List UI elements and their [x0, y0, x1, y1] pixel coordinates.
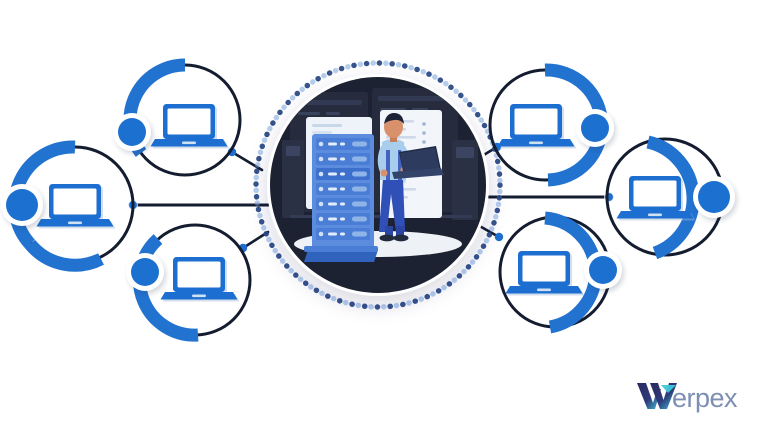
laptop-icon	[505, 251, 585, 296]
logo-wordmark: erpex	[671, 382, 738, 413]
server-rack	[304, 134, 378, 262]
link-right-trunk	[487, 191, 615, 203]
datacenter-illustration	[282, 88, 478, 262]
link-left-trunk	[127, 199, 274, 211]
verpex-w-mark-icon	[636, 383, 677, 409]
laptop-icon	[160, 257, 240, 302]
node-left-top[interactable]	[113, 58, 242, 177]
node-endpoint-dot[interactable]	[576, 109, 614, 147]
brand-logo[interactable]: erpex	[635, 376, 746, 416]
laptop-icon	[150, 104, 230, 149]
link-left-bottom	[238, 230, 270, 253]
node-left-middle[interactable]	[1, 140, 135, 272]
datacenter-hub[interactable]	[253, 60, 503, 310]
node-endpoint-dot[interactable]	[113, 113, 151, 151]
dotted-ring	[253, 60, 503, 310]
laptop-icon	[616, 176, 696, 221]
node-left-bottom[interactable]	[126, 223, 252, 342]
technician-figure	[377, 113, 444, 242]
node-right-middle[interactable]	[605, 135, 735, 260]
node-endpoint-dot[interactable]	[1, 184, 43, 226]
node-endpoint-dot[interactable]	[126, 253, 164, 291]
node-right-top[interactable]	[488, 63, 614, 187]
node-endpoint-dot[interactable]	[584, 251, 622, 289]
node-right-bottom[interactable]	[498, 211, 622, 334]
laptop-icon	[36, 184, 116, 229]
node-endpoint-dot[interactable]	[693, 176, 735, 218]
laptop-icon	[497, 104, 577, 149]
